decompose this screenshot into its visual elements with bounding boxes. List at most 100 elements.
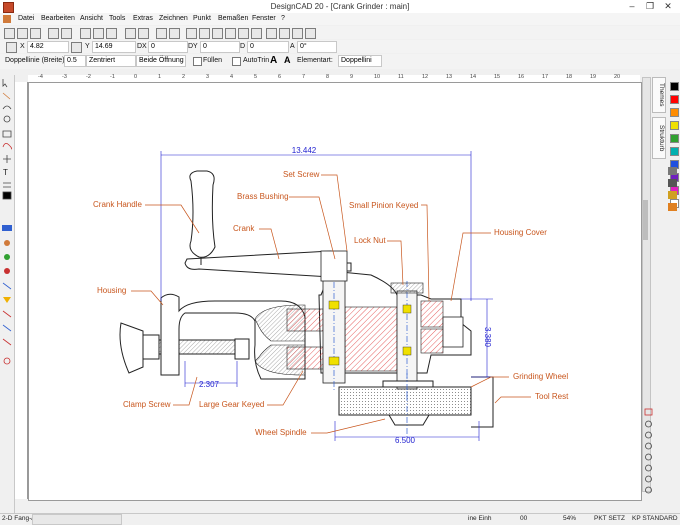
color-swatch[interactable] — [670, 95, 679, 104]
opening-select[interactable]: Beide Öffnung — [136, 55, 186, 67]
ruler-tick-label: 4 — [230, 74, 234, 80]
menu-datei[interactable]: Datei — [18, 15, 35, 22]
grid-icon[interactable] — [225, 28, 236, 39]
label-brass-bushing: Brass Bushing — [237, 192, 289, 201]
print-preview-icon[interactable] — [61, 28, 72, 39]
y-field[interactable]: 14.69 — [92, 41, 136, 53]
status-bar: 2-D Fang-/Markiermodus ine Einh 00 54% P… — [0, 513, 680, 525]
ruler-tick-label: 9 — [350, 74, 354, 80]
document-icon[interactable] — [3, 15, 11, 23]
dy-label: DY — [188, 43, 198, 50]
line-tool-icon — [2, 92, 11, 100]
zoom-tools[interactable] — [644, 408, 654, 504]
vertical-scrollbar[interactable] — [642, 77, 651, 492]
dy-field[interactable]: 0 — [200, 41, 240, 53]
aus-icon — [2, 225, 12, 231]
zoom-page-icon — [645, 475, 652, 483]
color-swatch[interactable] — [670, 121, 679, 130]
color-swatch[interactable] — [670, 147, 679, 156]
text-size-up-icon[interactable]: A — [270, 55, 278, 66]
close-doc-icon[interactable] — [251, 28, 262, 39]
color-swatch[interactable] — [670, 108, 679, 117]
menu-help[interactable]: ? — [281, 15, 285, 22]
print-icon[interactable] — [48, 28, 59, 39]
context-help-icon[interactable] — [305, 28, 316, 39]
ruler-tick-label: 14 — [470, 74, 477, 80]
palette-tools[interactable] — [667, 165, 679, 215]
ruler-tick-label: 16 — [518, 74, 525, 80]
relative-coord-icon[interactable] — [71, 42, 82, 53]
restore-button[interactable]: ❐ — [645, 1, 655, 11]
color-swatch[interactable] — [670, 134, 679, 143]
x-label: X — [20, 43, 25, 50]
ruler-tick-label: 8 — [326, 74, 330, 80]
close-button[interactable]: ✕ — [664, 1, 672, 11]
menu-bemassen[interactable]: Bemaßen — [218, 15, 249, 22]
minimize-button[interactable]: – — [629, 1, 635, 11]
themes-tab[interactable]: Themes — [652, 77, 666, 113]
save-icon[interactable] — [30, 28, 41, 39]
menu-extras[interactable]: Extras — [133, 15, 153, 22]
new-file-icon[interactable] — [4, 28, 15, 39]
pen-palette-icon — [668, 167, 677, 175]
fill-checkbox[interactable] — [193, 57, 202, 66]
horizontal-scrollbar[interactable] — [32, 514, 122, 525]
d-field[interactable]: 0 — [247, 41, 289, 53]
brush-icon — [668, 203, 677, 211]
pause-icon[interactable] — [199, 28, 210, 39]
menu-ansicht[interactable]: Ansicht — [80, 15, 103, 22]
zoom-icon[interactable] — [156, 28, 167, 39]
snap-perp-icon — [2, 282, 12, 290]
ruler-tick-label: 0 — [134, 74, 138, 80]
label-housing-cover: Housing Cover — [494, 228, 547, 237]
drawing-svg[interactable]: 13.442 2.307 3.380 6.500 Crank Handle Br… — [29, 83, 641, 500]
autotrim-checkbox[interactable] — [232, 57, 241, 66]
drawing-canvas[interactable]: 13.442 2.307 3.380 6.500 Crank Handle Br… — [28, 82, 642, 501]
absolute-coord-icon[interactable] — [6, 42, 17, 53]
zoom-fit-icon — [645, 486, 652, 494]
color-swatch[interactable] — [670, 82, 679, 91]
zoom-in-icon — [645, 420, 652, 428]
structure-tab[interactable]: Strukturb — [652, 117, 666, 159]
ruler-tick-label: 18 — [566, 74, 573, 80]
ruler-tick-label: 19 — [590, 74, 597, 80]
snap-icon[interactable] — [238, 28, 249, 39]
align-select[interactable]: Zentriert — [86, 55, 136, 67]
open-file-icon[interactable] — [17, 28, 28, 39]
scrollbar-thumb[interactable] — [643, 200, 648, 240]
layer-icon[interactable] — [212, 28, 223, 39]
cut-icon[interactable] — [80, 28, 91, 39]
view-icon[interactable] — [266, 28, 277, 39]
menu-bearbeiten[interactable]: Bearbeiten — [41, 15, 75, 22]
menu-zeichnen[interactable]: Zeichnen — [159, 15, 188, 22]
ruler-tick-label: 10 — [374, 74, 381, 80]
window-icon[interactable] — [279, 28, 290, 39]
menu-tools[interactable]: Tools — [109, 15, 126, 22]
zoom-all-icon — [645, 442, 652, 450]
app-icon[interactable] — [3, 2, 14, 13]
panel-icon[interactable] — [292, 28, 303, 39]
dim-overall: 13.442 — [292, 146, 317, 155]
dx-field[interactable]: 0 — [148, 41, 188, 53]
snap-near-icon — [2, 324, 12, 332]
copy-icon[interactable] — [93, 28, 104, 39]
pan-icon[interactable] — [169, 28, 180, 39]
tool-icons[interactable]: T — [0, 75, 14, 513]
text-size-down-icon[interactable]: A — [284, 55, 291, 65]
status-value: 00 — [520, 515, 528, 522]
ruler-tick-label: 20 — [614, 74, 621, 80]
menu-fenster[interactable]: Fenster — [252, 15, 276, 22]
x-field[interactable]: 4.82 — [27, 41, 69, 53]
undo-icon[interactable] — [125, 28, 136, 39]
redraw-icon[interactable] — [186, 28, 197, 39]
a-field[interactable]: 0° — [297, 41, 337, 53]
paste-icon[interactable] — [106, 28, 117, 39]
label-set-screw: Set Screw — [283, 170, 320, 179]
line-width-field[interactable]: 0.5 — [64, 55, 86, 67]
element-type-select[interactable]: Doppellini — [338, 55, 382, 67]
redo-icon[interactable] — [138, 28, 149, 39]
ruler-tick-label: 12 — [422, 74, 429, 80]
ruler-tick-label: 3 — [206, 74, 210, 80]
menu-punkt[interactable]: Punkt — [193, 15, 211, 22]
label-crank-handle: Crank Handle — [93, 200, 142, 209]
